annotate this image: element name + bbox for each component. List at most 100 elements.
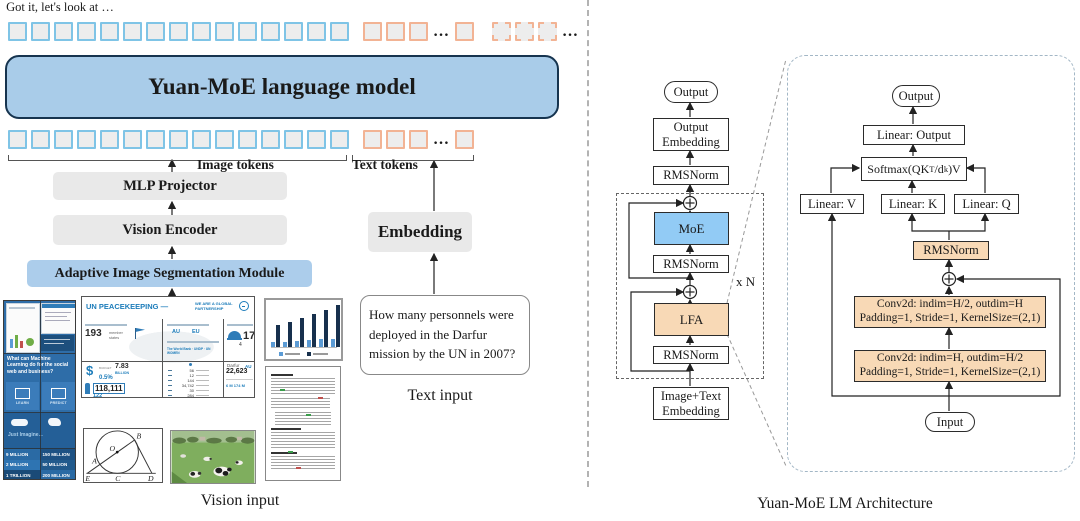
token-blue — [146, 130, 165, 149]
bar — [300, 318, 304, 347]
un-helmet-small: 4 — [239, 342, 242, 348]
bar — [276, 325, 280, 347]
token-blue — [215, 130, 234, 149]
token-blue — [31, 22, 50, 41]
token-blue — [284, 130, 303, 149]
token-orange — [363, 130, 382, 149]
token-blue — [54, 130, 73, 149]
infographic-panel — [41, 335, 74, 351]
un-helmet-big: 17 — [243, 330, 255, 342]
segmentation-gridline — [40, 301, 41, 479]
infographic-screenshot — [41, 303, 75, 334]
bar — [312, 314, 316, 347]
token-blue — [169, 130, 188, 149]
text-input-caption: Text input — [407, 387, 473, 404]
document-page-image — [265, 366, 341, 481]
input-embedding-box: Image+Text Embedding — [653, 387, 729, 420]
token-blue — [238, 22, 257, 41]
token-blue — [8, 130, 27, 149]
mlp-projector-box: MLP Projector — [53, 172, 287, 200]
un-partners-row: The World Bank · UNDP · UN WOMEN — [167, 347, 211, 356]
text-tokens-brace — [352, 155, 474, 161]
token-blue — [284, 22, 303, 41]
un-darfur-value: 22,623 — [226, 368, 248, 375]
ml-infographic-title: What can Machine Learning do for the soc… — [7, 356, 69, 375]
token-blue — [123, 22, 142, 41]
token-blue — [215, 22, 234, 41]
ellipsis: … — [433, 131, 450, 148]
un-peacekeeping-infographic: UN PEACEKEEPING — WE ARE A GLOBAL PARTNE… — [81, 296, 255, 398]
image-tokens-brace — [8, 155, 347, 161]
detail-input-pill: Input — [925, 412, 975, 432]
rmsnorm-box: RMSNorm — [653, 255, 729, 273]
section-divider — [587, 0, 589, 487]
text-input-box: How many personnels were deployed in the… — [360, 295, 530, 375]
token-dashed — [515, 22, 534, 41]
token-orange — [455, 130, 474, 149]
bar — [307, 340, 311, 347]
bar-chart-plot — [271, 305, 340, 348]
token-orange — [455, 22, 474, 41]
bar — [295, 341, 299, 347]
un-emblem-icon — [239, 301, 249, 311]
adaptive-image-segmentation-box: Adaptive Image Segmentation Module — [27, 260, 312, 287]
person-icon — [85, 383, 90, 394]
token-blue — [330, 22, 349, 41]
text-tokens-label: Text tokens — [352, 157, 418, 172]
token-row-bottom: … — [8, 130, 474, 149]
vision-input-caption: Vision input — [200, 492, 280, 509]
bar-pair — [271, 325, 280, 347]
segmentation-gridline — [162, 319, 163, 397]
image-tokens-label: Image tokens — [197, 157, 274, 172]
un-partner-a: AU — [172, 329, 180, 335]
token-blue — [307, 22, 326, 41]
lm-output-pill: Output — [664, 81, 718, 103]
moe-box: MoE — [654, 212, 729, 245]
segmentation-gridline — [4, 448, 75, 449]
un-darfur-label: Darfur — [227, 363, 240, 368]
flag-icon — [136, 328, 145, 332]
token-blue — [192, 22, 211, 41]
linear-v-box: Linear: V — [800, 194, 864, 214]
ellipsis: … — [433, 23, 450, 40]
notebook-icon — [15, 387, 30, 399]
un-members-value: 193 — [85, 328, 102, 339]
rmsnorm-box: RMSNorm — [653, 166, 729, 185]
detail-output-pill: Output — [892, 85, 940, 107]
bar-pair — [295, 318, 304, 347]
un-budget-pct: 0.5% — [99, 375, 113, 381]
un-budget-value: 7.83 — [115, 363, 129, 370]
detail-rmsnorm-box: RMSNorm — [913, 241, 989, 260]
token-orange — [386, 130, 405, 149]
token-dashed — [492, 22, 511, 41]
svg-text:C: C — [115, 474, 121, 483]
token-blue — [100, 130, 119, 149]
cloud-icon — [11, 419, 28, 426]
token-orange — [386, 22, 405, 41]
token-blue — [8, 22, 27, 41]
un-subtitle: WE ARE A GLOBAL PARTNERSHIP — [195, 301, 233, 312]
token-blue — [54, 22, 73, 41]
bar-pair — [283, 322, 292, 347]
bar-pair — [331, 305, 340, 347]
un-personnel-value: 118,111 — [93, 383, 125, 394]
token-blue — [330, 130, 349, 149]
linear-k-box: Linear: K — [881, 194, 945, 214]
token-orange — [409, 22, 428, 41]
bar — [319, 339, 323, 347]
segmentation-gridline — [223, 319, 224, 397]
svg-text:D: D — [147, 474, 154, 483]
un-title: UN PEACEKEEPING — — [86, 302, 169, 311]
bar — [288, 322, 292, 347]
svg-text:B: B — [136, 432, 141, 441]
token-blue — [123, 130, 142, 149]
repeat-label: x N — [736, 274, 756, 289]
bar — [331, 339, 335, 347]
bar-chart-legend — [266, 352, 341, 356]
segmentation-gridline — [4, 353, 75, 354]
chart-icon — [51, 387, 66, 399]
token-blue — [77, 22, 96, 41]
svg-text:E: E — [84, 474, 90, 483]
bar-chart-image — [264, 298, 343, 361]
